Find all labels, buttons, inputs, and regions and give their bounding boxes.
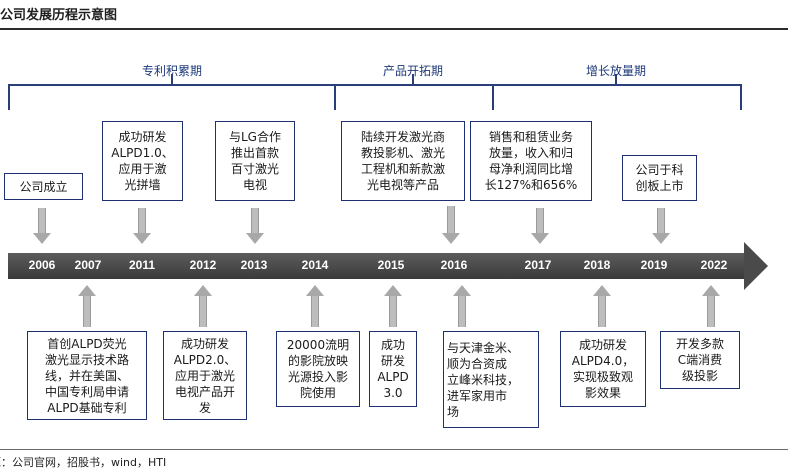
up-arrow-icon [78,285,96,327]
year-label: 2007 [74,258,102,272]
event-box-top: 公司成立 [4,173,83,200]
bracket-tick [740,84,742,110]
down-arrow-icon [33,208,51,244]
timeline-arrowhead-icon [744,242,768,290]
bracket-center-tick [615,74,617,85]
year-label: 2018 [583,258,611,272]
event-box-top: 成功研发 ALPD1.0、 应用于激 光拼墙 [102,121,183,201]
event-box-top: 与LG合作 推出首款 百寸激光 电视 [215,121,295,201]
up-arrow-icon [194,285,212,327]
event-box-bottom: 开发多款 C端消费 级投影 [660,331,740,389]
figure-title: 公司发展历程示意图 [0,8,118,23]
event-box-bottom: 与天津金米、 顺为合资成 立峰米科技， 进军家用市 场 [443,331,539,428]
up-arrow-icon [453,285,471,327]
source-note: 源：公司官网，招股书，wind，HTI [0,456,167,469]
phase-label-patent: 专利积累期 [141,64,203,78]
event-box-bottom: 20000流明 的影院放映 光源投入影 院使用 [276,331,360,407]
up-arrow-icon [702,285,720,327]
year-label: 2019 [640,258,668,272]
phase-label-growth: 增长放量期 [585,64,647,78]
event-box-bottom: 成功研发 ALPD2.0、 应用于激光 电视产品开 发 [163,331,247,420]
down-arrow-icon [652,208,670,244]
year-label: 2022 [700,258,728,272]
down-arrow-icon [246,208,264,244]
bracket-center-tick [412,74,414,85]
footer-divider [0,449,788,450]
event-box-top: 销售和租赁业务 放量，收入和归 母净利润同比增 长127%和656% [470,121,592,201]
bracket-tick [492,84,494,110]
title-divider [0,28,788,30]
event-box-bottom: 成功 研发 ALPD 3.0 [369,331,417,407]
up-arrow-icon [384,285,402,327]
phase-label-product: 产品开拓期 [382,64,444,78]
year-label: 2011 [128,258,156,272]
bracket-tick [334,84,336,110]
year-label: 2014 [301,258,329,272]
bracket-center-tick [171,74,173,85]
event-box-top: 陆续开发激光商 教投影机、激光 工程机和新款激 光电视等产品 [341,121,465,201]
year-label: 2006 [28,258,56,272]
event-box-bottom: 成功研发 ALPD4.0， 实现极致观 影效果 [560,331,646,407]
bracket-tick [8,84,10,110]
down-arrow-icon [442,206,460,244]
event-box-top: 公司于科 创板上市 [622,155,697,201]
year-label: 2017 [524,258,552,272]
year-label: 2012 [189,258,217,272]
year-label: 2013 [240,258,268,272]
down-arrow-icon [133,208,151,244]
timeline-bar [8,253,746,279]
year-label: 2015 [377,258,405,272]
down-arrow-icon [531,208,549,244]
up-arrow-icon [306,285,324,327]
phase-bracket [8,84,741,112]
up-arrow-icon [593,285,611,327]
year-label: 2016 [440,258,468,272]
event-box-bottom: 首创ALPD荧光 激光显示技术路 线，并在美国、 中国专利局申请 ALPD基础专… [27,331,147,420]
